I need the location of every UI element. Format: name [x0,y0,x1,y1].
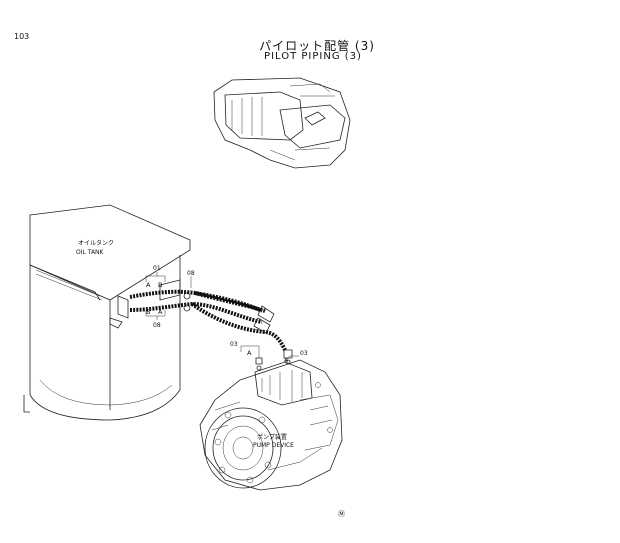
title-japanese: パイロット配管 (3) [259,39,375,53]
part-08-lower-label: 08 [153,322,161,329]
part-03-right-label: 03 [300,350,308,357]
port-a-upper-label: A [146,281,151,289]
oil-tank-label-en: OIL TANK [76,249,104,256]
pilot-hoses [129,289,287,351]
part-01-label: 01 [153,265,161,272]
part-03-left-label: 03 [230,341,238,348]
port-a-right-fitting-label: A [284,356,289,364]
pump-label-en: PUMP DEVICE [253,442,294,449]
part-08-upper-label: 08 [187,270,195,277]
port-b-lower-label: B [146,308,151,316]
corner-mark: Ⓜ [338,510,345,518]
pump-label-jp: ポンプ装置 [257,434,287,441]
pump-device [199,359,343,491]
port-a-left-fitting-label: A [247,349,252,357]
port-a-lower-label: A [158,308,163,316]
machine-overview [213,77,351,169]
page-number: 103 [14,32,30,41]
oil-tank [23,204,191,421]
part-brackets [145,272,299,361]
port-b-upper-label: B [158,281,163,289]
title-english: PILOT PIPING (3) [264,51,362,62]
oil-tank-label-jp: オイルタンク [78,240,115,247]
